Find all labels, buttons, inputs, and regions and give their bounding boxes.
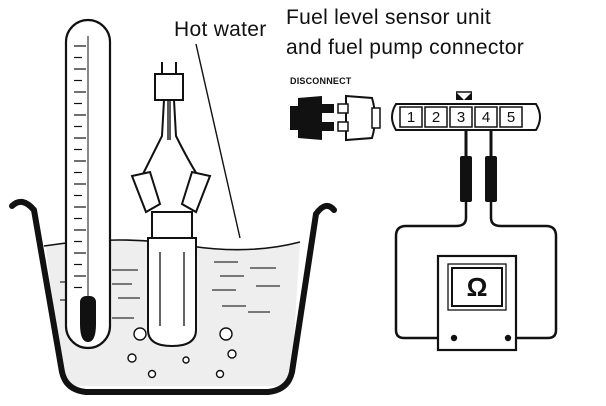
connector-pin-5: 5: [507, 109, 515, 126]
lead-wire-left: [394, 202, 468, 340]
connector-pin-4: 4: [482, 109, 490, 126]
connector-pin-1: 1: [407, 109, 415, 126]
disconnect-connector-icon: DISCONNECT: [290, 76, 381, 142]
probe-handle-pin3: [460, 156, 472, 202]
ohm-symbol: Ω: [467, 272, 488, 302]
water-ripples: [60, 261, 280, 319]
probe-leads: [394, 130, 558, 340]
hot-water-label: Hot water: [174, 18, 267, 41]
connector-pin-4-cell: [474, 106, 498, 128]
thermometer-icon: [64, 18, 112, 350]
probe-handle-pin4: [485, 156, 497, 202]
connector-pin-2-cell: [424, 106, 448, 128]
connector-pin-3-cell: [449, 106, 473, 128]
water-bubbles: [127, 327, 237, 379]
ohmmeter-icon: Ω: [436, 254, 518, 352]
sensor-label-line1: Fuel level sensor unit: [286, 6, 491, 29]
fuel-level-sensor-unit: [130, 62, 212, 348]
connector-lock-tab: [456, 92, 472, 100]
connector-pin-3: 3: [457, 109, 465, 126]
disconnect-label: DISCONNECT: [290, 76, 352, 86]
sensor-label-line2: and fuel pump connector: [286, 36, 524, 59]
connector-pin-2: 2: [432, 109, 440, 126]
meter-terminal-right: [504, 334, 512, 342]
connector-pin-1-cell: [399, 106, 423, 128]
meter-terminal-left: [450, 334, 458, 342]
pot-wall: [9, 198, 337, 395]
connector-pin-5-cell: [499, 106, 523, 128]
lead-wire-right: [489, 202, 558, 340]
hot-water-leader-line: [195, 43, 241, 239]
ohmmeter-display: [451, 267, 503, 307]
